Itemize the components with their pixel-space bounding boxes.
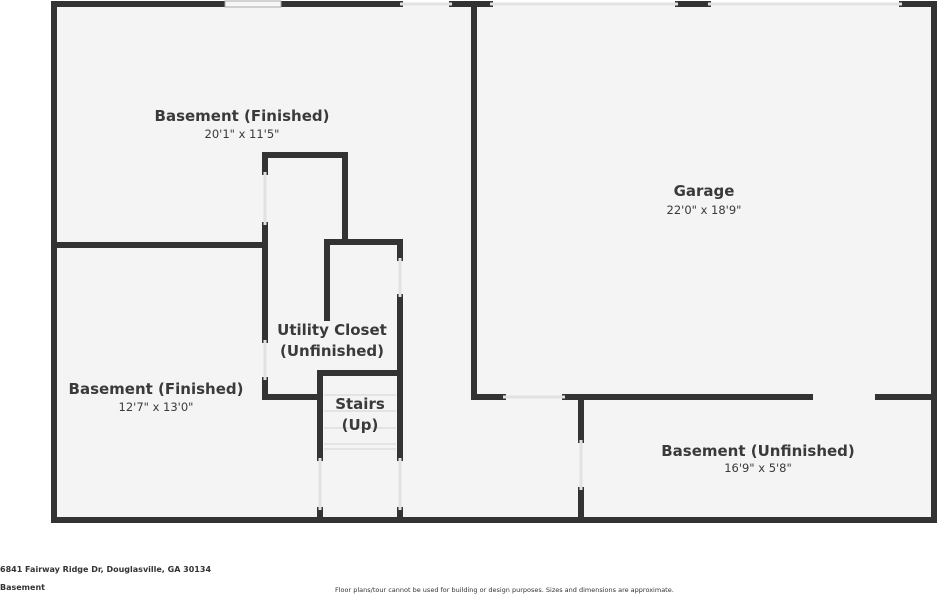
room-name: Utility Closet bbox=[277, 321, 387, 339]
room-stairs: Stairs (Up) bbox=[335, 395, 385, 434]
room-garage: Garage 22'0" x 18'9" bbox=[667, 182, 742, 217]
room-name: Stairs bbox=[335, 395, 385, 413]
room-utility-closet: Utility Closet (Unfinished) bbox=[277, 321, 387, 360]
room-basement-finished-top: Basement (Finished) 20'1" x 11'5" bbox=[155, 107, 330, 141]
stair-treads bbox=[324, 394, 396, 450]
room-name: Garage bbox=[674, 182, 735, 200]
disclaimer-text: Floor plans/tour cannot be used for buil… bbox=[335, 586, 674, 594]
room-dimensions: 20'1" x 11'5" bbox=[205, 127, 280, 141]
openings bbox=[224, 0, 902, 510]
window bbox=[224, 0, 282, 8]
room-name: Basement (Unfinished) bbox=[661, 442, 855, 460]
property-address: 6841 Fairway Ridge Dr, Douglasville, GA … bbox=[0, 565, 212, 574]
room-dimensions: 12'7" x 13'0" bbox=[119, 400, 194, 414]
room-dimensions: 22'0" x 18'9" bbox=[667, 203, 742, 217]
room-name: Basement (Finished) bbox=[155, 107, 330, 125]
room-basement-finished-left: Basement (Finished) 12'7" x 13'0" bbox=[69, 380, 244, 414]
floor-level-label: Basement bbox=[0, 583, 45, 592]
room-name-line2: (Unfinished) bbox=[280, 342, 384, 360]
room-name-line2: (Up) bbox=[342, 416, 379, 434]
room-basement-unfinished: Basement (Unfinished) 16'9" x 5'8" bbox=[661, 442, 855, 475]
floor-area bbox=[54, 4, 934, 520]
room-name: Basement (Finished) bbox=[69, 380, 244, 398]
room-dimensions: 16'9" x 5'8" bbox=[724, 461, 792, 475]
walls bbox=[51, 1, 937, 523]
